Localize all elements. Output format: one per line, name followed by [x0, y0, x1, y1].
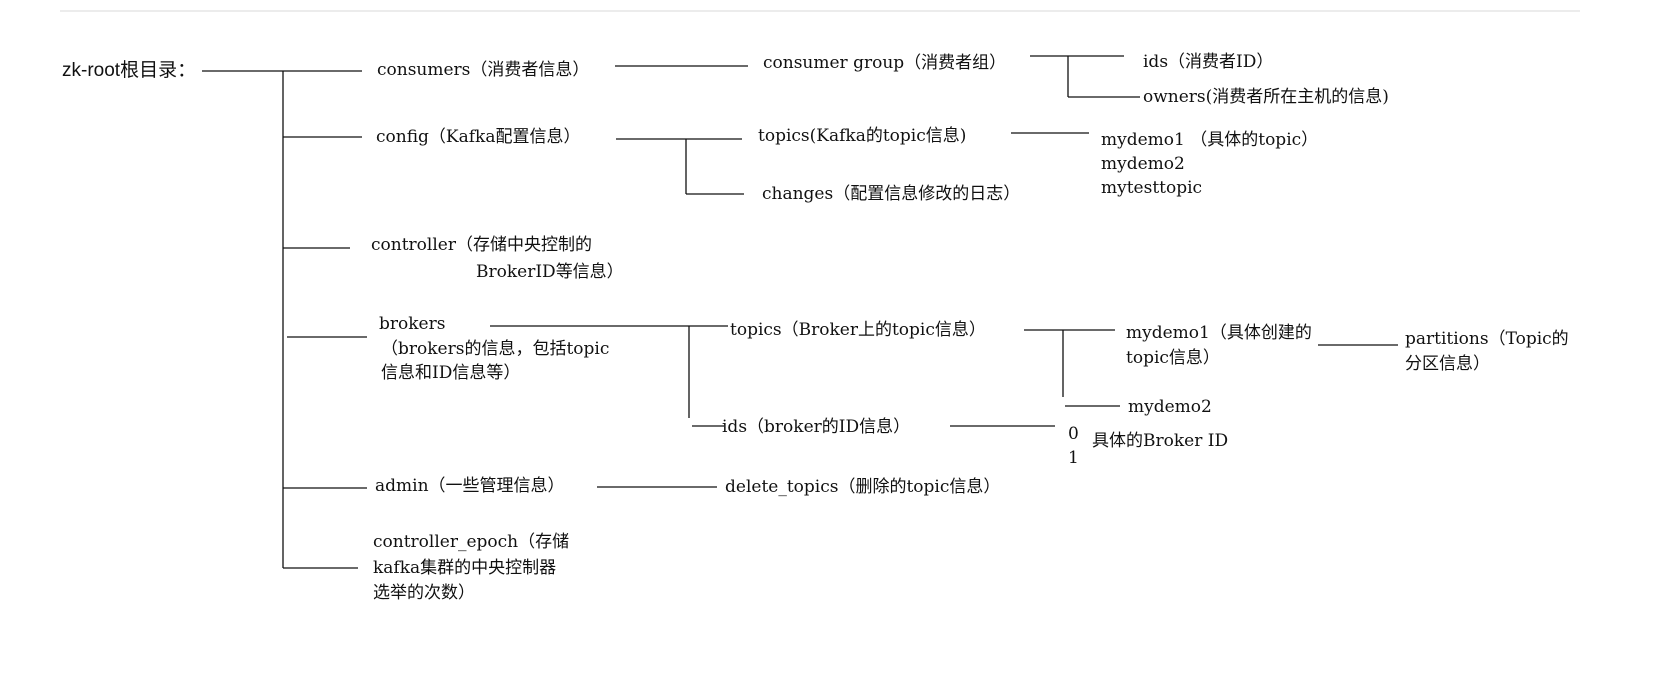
node-config: config（Kafka配置信息）	[376, 127, 581, 147]
node-admin: admin（一些管理信息）	[375, 476, 565, 496]
node-broker-topics: topics（Broker上的topic信息）	[730, 320, 986, 340]
node-controller-epoch-line2: kafka集群的中央控制器	[373, 558, 557, 578]
node-controller-epoch-line1: controller_epoch（存储	[373, 532, 570, 552]
node-controller-epoch-line3: 选举的次数）	[373, 583, 475, 603]
node-brokers-line1: brokers	[379, 314, 446, 334]
node-mytesttopic: mytesttopic	[1101, 178, 1203, 198]
node-mydemo1-created-line2: topic信息）	[1126, 348, 1220, 368]
root-label: zk-root根目录：	[62, 60, 197, 81]
node-brokers-line2: （brokers的信息，包括topic	[381, 339, 610, 359]
node-ids-consumer: ids（消费者ID）	[1143, 52, 1274, 72]
node-changes: changes（配置信息修改的日志）	[762, 184, 1021, 204]
node-broker-ids: ids（broker的ID信息）	[722, 417, 911, 437]
node-config-topics: topics(Kafka的topic信息)	[758, 126, 967, 146]
node-broker-id-0: 0	[1068, 424, 1079, 444]
node-partitions-line2: 分区信息）	[1405, 354, 1490, 374]
node-broker-id-desc: 具体的Broker ID	[1092, 431, 1229, 451]
node-mydemo1-created-line1: mydemo1（具体创建的	[1126, 323, 1312, 343]
node-brokers-line3: 信息和ID信息等）	[381, 363, 521, 383]
node-partitions-line1: partitions（Topic的	[1405, 329, 1569, 349]
node-consumers: consumers（消费者信息）	[377, 60, 590, 80]
node-mydemo1-topic: mydemo1 （具体的topic）	[1101, 130, 1319, 150]
node-controller-line2: BrokerID等信息）	[476, 262, 624, 282]
node-delete-topics: delete_topics（删除的topic信息）	[725, 477, 1001, 497]
node-broker-id-1: 1	[1068, 448, 1079, 468]
node-consumer-group: consumer group（消费者组）	[763, 53, 1007, 73]
node-owners: owners(消费者所在主机的信息)	[1143, 87, 1389, 107]
node-controller-line1: controller（存储中央控制的	[371, 235, 592, 255]
node-mydemo2-broker: mydemo2	[1128, 397, 1212, 417]
node-mydemo2-topic: mydemo2	[1101, 154, 1185, 174]
top-divider	[60, 10, 1580, 12]
